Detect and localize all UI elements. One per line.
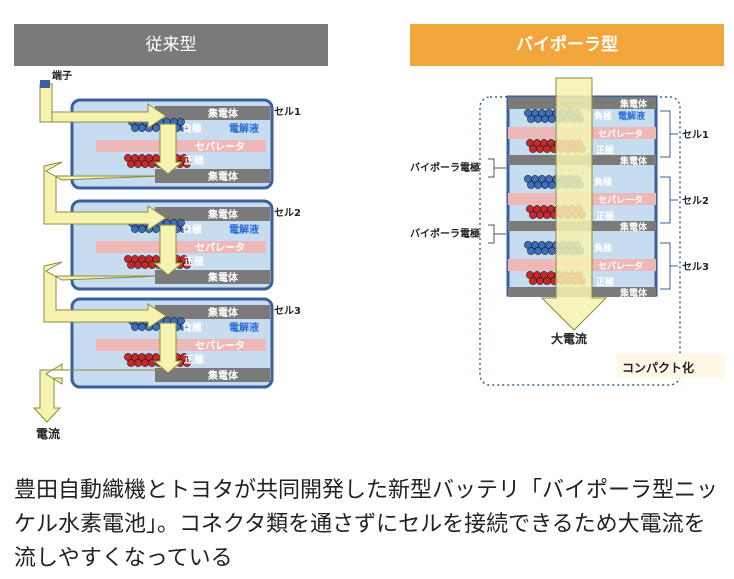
positive-label: 正極: [184, 154, 204, 167]
bipolar-electrode-pointer: [488, 224, 506, 244]
positive-label: 正極: [184, 353, 204, 366]
collector-top-label: 集電体: [619, 98, 648, 110]
collector-top: [155, 305, 270, 319]
separator-label: セパレータ: [598, 194, 643, 206]
separator-label: セパレータ: [195, 141, 245, 153]
negative-label: 負極: [594, 242, 612, 254]
bipolar-diagram: 集電体負極電解液セパレータ正極集電体セル1負極セパレータ正極集電体セル2負極セパ…: [410, 77, 725, 386]
separator-label: セパレータ: [195, 340, 245, 352]
current-arrow-down-3: [152, 322, 184, 374]
terminal-lead: [39, 83, 53, 123]
positive-label: 正極: [596, 276, 614, 288]
separator-label: セパレータ: [598, 128, 643, 140]
cell-name-label: セル2: [682, 195, 709, 207]
separator: [96, 339, 266, 351]
positive-label: 正極: [596, 144, 614, 156]
terminal-post: [40, 80, 50, 88]
collector-top: [155, 207, 270, 221]
cell-name-label: セル3: [274, 305, 301, 317]
negative-label: 負極: [594, 176, 612, 188]
separator-label: セパレータ: [195, 242, 245, 254]
bipolar-electrode-label: バイポーラ電極: [410, 227, 480, 240]
cell-bracket: [660, 110, 678, 158]
current-link-2: [43, 261, 167, 329]
caption: 豊田自動織機とトヨタが共同開発した新型バッテリ「バイポーラ型ニッケル水素電池」。…: [14, 478, 719, 571]
collector-bottom-label: 集電体: [619, 287, 648, 299]
cell-bracket: [660, 176, 678, 224]
conventional-diagram: 集電体セパレータ負極電解液正極集電体セル1集電体セパレータ負極電解液正極集電体セ…: [32, 69, 301, 441]
negative-label: 負極: [182, 321, 202, 334]
bipolar-electrode-label: バイポーラ電極: [410, 161, 480, 174]
bipolar-electrode-pointer: [488, 158, 506, 178]
compact-label-bg: [617, 354, 725, 378]
collector-top-label: 集電体: [207, 208, 239, 221]
separator-label: セパレータ: [598, 260, 643, 272]
collector-top-label: 集電体: [207, 306, 239, 319]
positive-label: 正極: [184, 255, 204, 268]
current-arrow-down-1: [152, 123, 184, 175]
current-label: 電流: [36, 426, 60, 441]
positive-label: 正極: [596, 210, 614, 222]
collector-top: [155, 106, 270, 120]
collector-bottom-label: 集電体: [207, 369, 239, 382]
cell-bracket: [660, 242, 678, 290]
large-current-arrow: [540, 77, 608, 331]
electrolyte-label: 電解液: [229, 321, 259, 334]
separator: [96, 241, 266, 253]
cell-name-label: セル1: [682, 129, 709, 141]
negative-label: 負極: [182, 122, 202, 135]
current-arrow-out: [32, 363, 160, 423]
separator: [96, 140, 266, 152]
terminal-label: 端子: [52, 69, 72, 82]
cell-name-label: セル3: [682, 261, 709, 273]
electrolyte-label: 電解液: [618, 110, 646, 122]
collector-bottom: [155, 270, 270, 284]
cell-name-label: セル1: [274, 106, 301, 118]
collector-bottom: [155, 169, 270, 183]
negative-label: 負極: [182, 223, 202, 236]
cell-name-label: セル2: [274, 207, 301, 219]
electrolyte-label: 電解液: [229, 223, 259, 236]
collector-bottom-label: 集電体: [619, 155, 648, 167]
collector-bottom-label: 集電体: [619, 221, 648, 233]
battery-structure-diagram: 集電体セパレータ負極電解液正極集電体セル1集電体セパレータ負極電解液正極集電体セ…: [32, 69, 725, 441]
compact-label: コンパクト化: [622, 360, 694, 375]
bipolar-cell-1: 集電体負極電解液セパレータ正極集電体セル1: [508, 97, 709, 167]
conventional-type-header: 従来型: [14, 24, 328, 66]
current-link-1: [43, 161, 167, 231]
collector-bottom-label: 集電体: [207, 271, 239, 284]
bipolar-type-header: バイポーラ型: [410, 24, 724, 66]
electrolyte-label: 電解液: [229, 122, 259, 135]
collector-bottom-label: 集電体: [207, 170, 239, 183]
collector-bottom: [155, 368, 270, 382]
negative-label: 負極: [594, 110, 612, 122]
large-current-label: 大電流: [551, 331, 587, 346]
current-arrow-down-2: [152, 224, 184, 276]
collector-top-label: 集電体: [207, 107, 239, 120]
